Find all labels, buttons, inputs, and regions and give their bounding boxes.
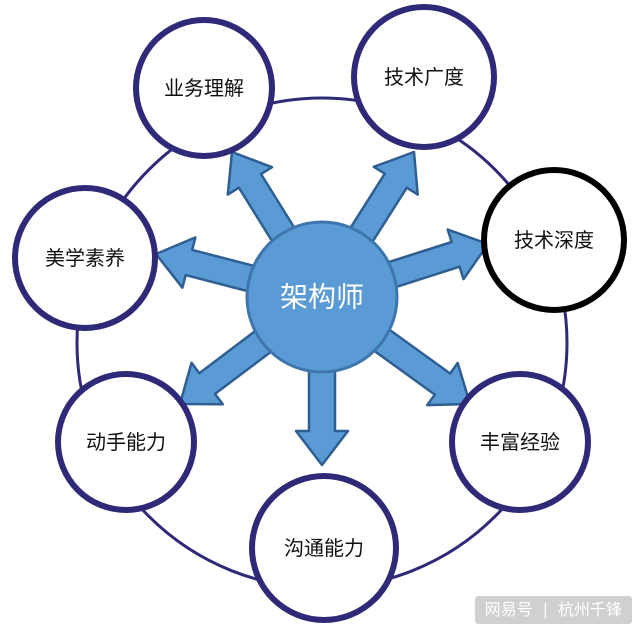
node-business: 业务理解 <box>133 17 275 159</box>
node-label: 沟通能力 <box>284 536 364 560</box>
center-node-label: 架构师 <box>280 281 364 314</box>
node-circle <box>351 4 497 150</box>
node-label: 美学素养 <box>45 246 125 270</box>
node-label: 丰富经验 <box>480 430 560 454</box>
node-label: 动手能力 <box>86 430 166 454</box>
node-label: 技术深度 <box>514 228 594 252</box>
center-node <box>245 220 399 374</box>
node-circle <box>133 17 275 159</box>
node-circle <box>449 371 591 513</box>
node-tech-breadth: 技术广度 <box>351 4 497 150</box>
node-experience: 丰富经验 <box>449 371 591 513</box>
node-circle <box>481 167 627 313</box>
watermark-separator: | <box>542 600 548 619</box>
node-label: 业务理解 <box>164 76 244 100</box>
node-circle <box>249 473 399 623</box>
node-hands-on: 动手能力 <box>55 371 197 513</box>
node-circle <box>55 371 197 513</box>
node-communication: 沟通能力 <box>249 473 399 623</box>
node-aesthetics: 美学素养 <box>12 185 158 331</box>
node-tech-depth: 技术深度 <box>481 167 627 313</box>
watermark-account: 杭州千锋 <box>557 600 622 619</box>
node-label: 技术广度 <box>384 65 464 89</box>
watermark-source: 网易号 <box>484 600 533 619</box>
watermark: 网易号 | 杭州千锋 <box>474 596 632 624</box>
node-circle <box>12 185 158 331</box>
